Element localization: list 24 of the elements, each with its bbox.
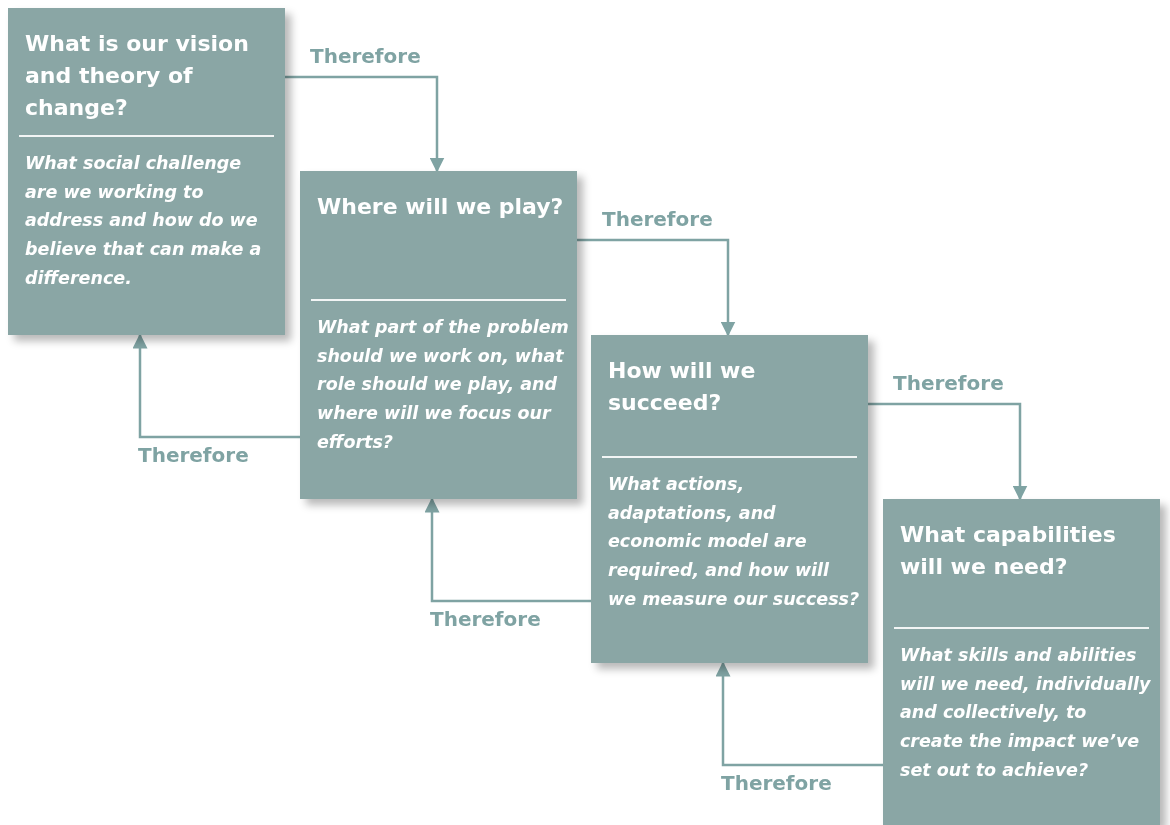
- card-heading: What is our vision and theory of change?: [25, 30, 250, 122]
- edge-label: Therefore: [721, 771, 832, 795]
- card-question-text: What actions, adaptations, and economic model are required, and how will we measure our success?: [608, 473, 860, 611]
- question-card: [591, 335, 868, 663]
- card-question-text: What part of the problem should we work on, what role should we play, and where will we focus our efforts?: [317, 316, 569, 454]
- question-card: [883, 499, 1160, 825]
- card-heading: What capabilities will we need?: [900, 521, 1117, 581]
- edge-label: Therefore: [310, 44, 421, 68]
- elbow-arrow: [715, 661, 883, 767]
- card-heading: How will we succeed?: [608, 357, 757, 417]
- edge-label: Therefore: [138, 443, 249, 467]
- card-question-text: What skills and abilities will we need, individually and collectively, to create the impact we’ve set out to achieve?: [900, 644, 1152, 782]
- question-card: [300, 171, 577, 499]
- elbow-arrow: [868, 402, 1028, 501]
- elbow-arrow: [132, 333, 300, 439]
- elbow-arrow: [577, 238, 736, 337]
- edge-label: Therefore: [893, 371, 1004, 395]
- elbow-arrow: [285, 75, 445, 173]
- elbow-arrow: [424, 497, 591, 603]
- edge-label: Therefore: [430, 607, 541, 631]
- question-card: [8, 8, 285, 335]
- card-question-text: What social challenge are we working to address and how do we believe that can make a difference.: [25, 152, 263, 290]
- card-heading: Where will we play?: [317, 193, 565, 221]
- edge-label: Therefore: [602, 207, 713, 231]
